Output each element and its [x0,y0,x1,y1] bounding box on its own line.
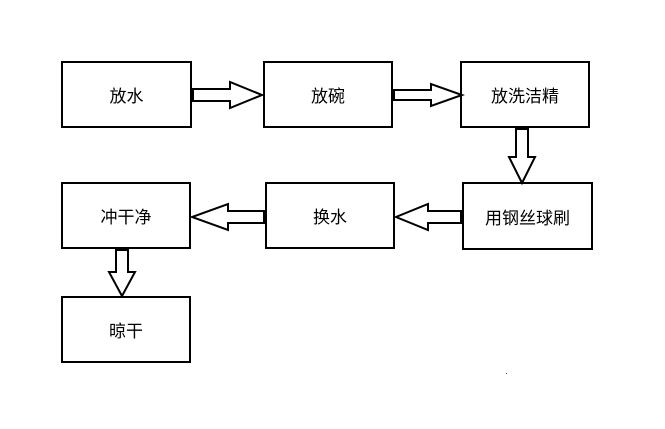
step-xijiejing-label: 放洗洁精 [491,87,559,107]
step-fang-wan-box: 放碗 [263,61,393,128]
arrow-right-icon [192,80,265,110]
step-fang-shui-box: 放水 [61,61,192,128]
arrow-down-icon [507,128,537,186]
arrow-down-icon [107,249,137,299]
step-chong-gan-jing-label: 冲干净 [100,208,152,228]
step-huan-shui-label: 换水 [313,208,347,228]
stray-dot [506,373,507,374]
step-chong-gan-jing-box: 冲干净 [61,182,191,249]
step-huan-shui-box: 换水 [265,182,395,249]
step-gangsiqiu-label: 用钢丝球刷 [485,208,570,229]
arrow-left-icon [393,202,462,232]
step-fang-shui-label: 放水 [109,87,144,107]
step-liang-gan-label: 晾干 [109,322,143,342]
step-gangsiqiu-box: 用钢丝球刷 [462,182,593,250]
step-liang-gan-box: 晾干 [61,296,191,363]
arrow-right-icon [393,82,465,108]
arrow-left-icon [189,202,265,232]
step-fang-wan-label: 放碗 [311,87,345,107]
step-xijiejing-box: 放洗洁精 [460,61,590,128]
